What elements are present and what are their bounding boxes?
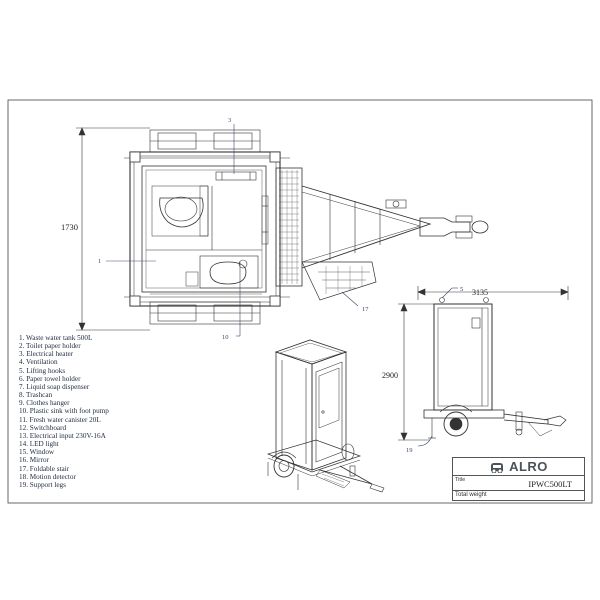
side-callout-leaders bbox=[417, 287, 458, 447]
callout-10: 10 bbox=[222, 334, 229, 341]
legend-item: 18. Motion detector bbox=[19, 472, 76, 481]
brand-name: ALRO bbox=[509, 459, 548, 474]
legend-item: 8. Trashcan bbox=[19, 391, 53, 400]
dimension-label-side-width: 3135 bbox=[472, 288, 488, 297]
brand-logo: ALRO bbox=[452, 457, 585, 476]
total-weight-row: Total weight bbox=[452, 491, 585, 501]
side-elevation-view bbox=[423, 297, 567, 439]
title-block: ALRO Title IPWC500LT Total weight bbox=[452, 457, 585, 501]
isometric-view bbox=[266, 339, 385, 493]
callout-5: 5 bbox=[460, 286, 463, 293]
legend-item: 2. Toilet paper holder bbox=[19, 342, 81, 351]
legend-item: 12. Switchboard bbox=[19, 423, 67, 432]
callout-17: 17 bbox=[362, 306, 369, 313]
legend-item: 1. Waste water tank 500L bbox=[19, 334, 93, 342]
alro-logo-icon bbox=[491, 462, 504, 473]
callout-3: 3 bbox=[228, 117, 231, 124]
drawing-frame bbox=[7, 99, 593, 504]
callout-19: 19 bbox=[406, 447, 413, 454]
legend-item: 17. Foldable stair bbox=[19, 464, 70, 473]
dimension-label-side-height: 2900 bbox=[382, 371, 398, 380]
legend-item: 15. Window bbox=[19, 448, 55, 457]
legend-item: 13. Electrical input 230V-16A bbox=[19, 431, 106, 440]
legend-item: 7. Liquid soap dispenser bbox=[19, 382, 90, 391]
title-label: Title bbox=[455, 477, 466, 483]
dimension-label-plan-length: 1730 bbox=[61, 222, 78, 232]
callout-1: 1 bbox=[98, 258, 101, 265]
legend-item: 10. Plastic sink with foot pump bbox=[19, 407, 109, 416]
legend-item: 9. Clothes hanger bbox=[19, 399, 70, 408]
component-legend: 1. Waste water tank 500L 2. Toilet paper… bbox=[19, 334, 219, 489]
legend-item: 5. Lifting hooks bbox=[19, 366, 66, 375]
dimension-side-height bbox=[398, 303, 434, 441]
legend-item: 3. Electrical heater bbox=[19, 350, 74, 359]
legend-item: 16. Mirror bbox=[19, 456, 49, 465]
title-row: Title IPWC500LT bbox=[452, 476, 585, 491]
legend-item: 6. Paper towel holder bbox=[19, 374, 81, 383]
dimension-plan-length bbox=[76, 127, 150, 331]
title-value: IPWC500LT bbox=[528, 479, 572, 489]
legend-item: 19. Support legs bbox=[19, 480, 66, 489]
plan-view bbox=[124, 129, 489, 325]
legend-item: 11. Fresh water canister 20L bbox=[19, 415, 101, 424]
plan-callout-leaders bbox=[106, 124, 359, 337]
legend-item: 4. Ventilation bbox=[19, 358, 58, 367]
dimension-side-width bbox=[417, 286, 569, 300]
legend-item: 14. LED light bbox=[19, 440, 59, 449]
total-weight-label: Total weight bbox=[455, 492, 487, 498]
